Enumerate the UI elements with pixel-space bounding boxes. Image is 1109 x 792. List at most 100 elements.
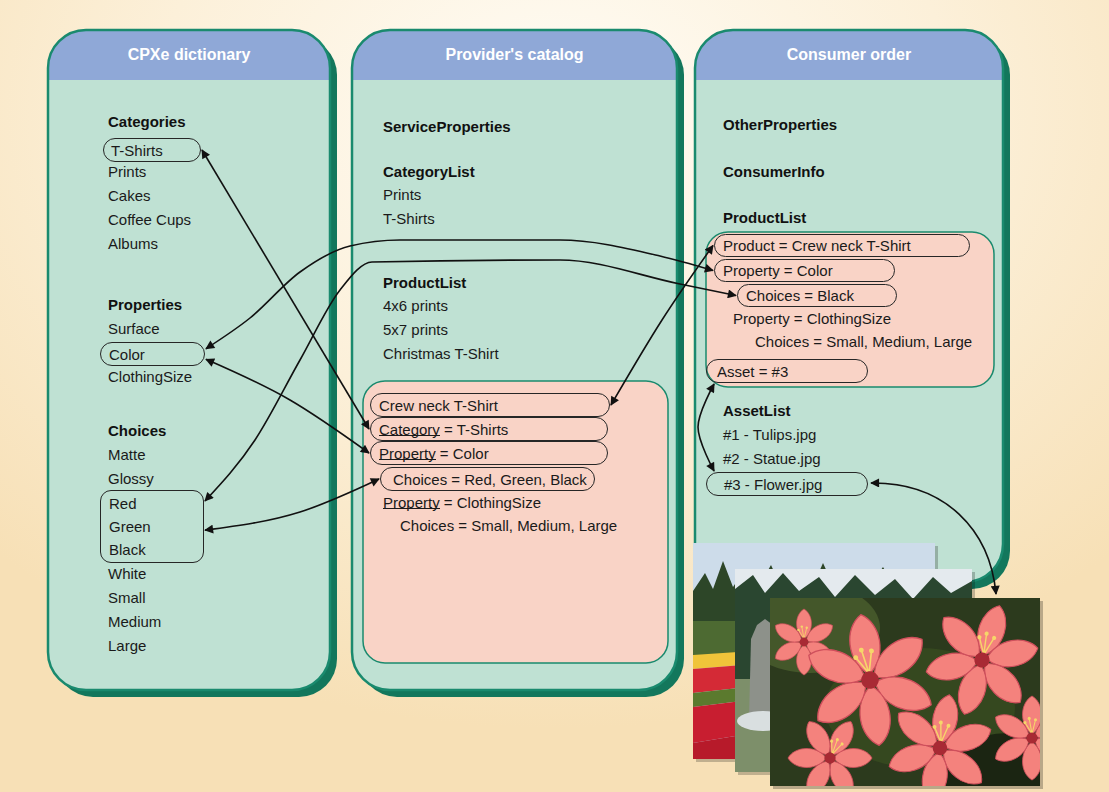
foliage (770, 598, 880, 673)
panel-outline (695, 30, 1003, 582)
panel-body (48, 30, 330, 690)
text-slot: ProductList (383, 274, 466, 292)
list-item: 4x6 prints (383, 297, 448, 315)
text-slot: Matte (108, 446, 146, 464)
term-pill: T-Shirts (103, 138, 201, 162)
text-slot: Green (109, 518, 151, 536)
entry-label: Asset = #3 (717, 363, 788, 381)
list-item: 5x7 prints (383, 321, 448, 339)
panel-header-band (352, 30, 677, 80)
text-slot: Property = Color (723, 262, 833, 280)
text-slot: White (108, 565, 146, 583)
text-slot: ProductList (723, 209, 806, 227)
list-item: Christmas T-Shirt (383, 345, 499, 363)
catalog-panel: Provider's catalogServicePropertiesCateg… (352, 30, 677, 690)
text-slot: Property = ClothingSize (733, 310, 891, 328)
text-slot: Prints (383, 186, 421, 204)
text-slot: Albums (108, 235, 158, 253)
fountain (737, 711, 789, 731)
order-panel: Consumer orderOtherPropertiesConsumerInf… (695, 30, 1003, 582)
text-slot: Asset = #3 (717, 363, 788, 381)
section-heading: ProductList (723, 209, 806, 227)
group-outline (363, 381, 668, 663)
product-group: Property = ClothingSizeChoices = Small, … (363, 381, 668, 663)
flower (772, 609, 837, 675)
entry-label: Choices = Small, Medium, Large (400, 517, 617, 535)
text-slot: #2 - Statue.jpg (723, 450, 821, 468)
flower (773, 701, 886, 786)
list-item: Surface (108, 320, 160, 338)
underline (379, 459, 436, 460)
entry-label: #3 - Flower.jpg (724, 476, 822, 494)
text-slot: Glossy (108, 470, 154, 488)
foliage (940, 733, 1040, 786)
text-slot: Choices = Small, Medium, Large (400, 517, 617, 535)
statue-photo (735, 569, 972, 772)
panel-header-band (695, 30, 1003, 80)
foliage (825, 648, 1015, 768)
text-slot: AssetList (723, 402, 791, 420)
photo-shadow (773, 601, 1043, 789)
text-slot: Product = Crew neck T-Shirt (723, 237, 911, 255)
text-slot: Prints (108, 163, 146, 181)
flower (911, 598, 1040, 731)
text-slot: Small (108, 589, 146, 607)
text-slot: Crew neck T-Shirt (379, 397, 498, 415)
text-slot: Medium (108, 613, 161, 631)
underline (383, 508, 440, 509)
text-slot: ClothingSize (108, 368, 192, 386)
list-item: #1 - Tulips.jpg (723, 426, 816, 444)
product-pill: Crew neck T-Shirt (370, 393, 610, 417)
field (693, 621, 935, 661)
trees (735, 573, 972, 689)
flower (991, 696, 1040, 780)
ground (735, 679, 972, 772)
section-heading: Properties (108, 296, 182, 314)
text-slot: #1 - Tulips.jpg (723, 426, 816, 444)
text-slot: 4x6 prints (383, 297, 448, 315)
section-heading: OtherProperties (723, 116, 837, 134)
panel-body (695, 30, 1003, 582)
text-slot: Choices = Black (746, 287, 854, 305)
section-heading: Categories (108, 113, 186, 131)
group-outline (706, 232, 994, 387)
panel-header-band (48, 30, 330, 80)
list-item: ClothingSize (108, 368, 192, 386)
dictionary-panel: CPXe dictionaryCategoriesPrintsCakesCoff… (48, 30, 330, 690)
section-heading: ServiceProperties (383, 118, 511, 136)
entry-label: Property = Color (379, 445, 489, 463)
panel-heading: Consumer order (695, 46, 1003, 64)
choices-pill: Choices = Red, Green, Black (380, 467, 595, 491)
flower (879, 686, 1002, 786)
section-heading: Choices (108, 422, 166, 440)
text-slot: Consumer order (695, 46, 1003, 64)
text-slot: Property = Color (379, 445, 489, 463)
list-item: Small (108, 589, 146, 607)
entry-label: Crew neck T-Shirt (379, 397, 498, 415)
asset-file-pill: #3 - Flower.jpg (706, 472, 868, 496)
text-slot: Categories (108, 113, 186, 131)
choice-group-box: RedGreenBlack (100, 490, 204, 563)
property-pill: Property = Color (714, 259, 895, 282)
list-item: Large (108, 637, 146, 655)
text-slot: Red (109, 495, 137, 513)
text-slot: Properties (108, 296, 182, 314)
section-heading: AssetList (723, 402, 791, 420)
product-pill: Product = Crew neck T-Shirt (714, 234, 970, 257)
text-slot: Large (108, 637, 146, 655)
entry-label: Choices = Small, Medium, Large (755, 333, 972, 351)
list-item: White (108, 565, 146, 583)
text-slot: CPXe dictionary (48, 46, 330, 64)
text-slot: Choices (108, 422, 166, 440)
text-slot: Surface (108, 320, 160, 338)
asset-pill: Asset = #3 (706, 359, 868, 383)
entry-label: Color (109, 346, 145, 364)
entry-label: Category = T-Shirts (379, 421, 508, 439)
text-slot: Choices = Red, Green, Black (393, 471, 587, 489)
entry-label: Product = Crew neck T-Shirt (723, 237, 911, 255)
category-pill: Category = T-Shirts (370, 417, 608, 441)
entry-label: T-Shirts (111, 142, 163, 160)
list-item: #2 - Statue.jpg (723, 450, 821, 468)
list-item: Medium (108, 613, 161, 631)
